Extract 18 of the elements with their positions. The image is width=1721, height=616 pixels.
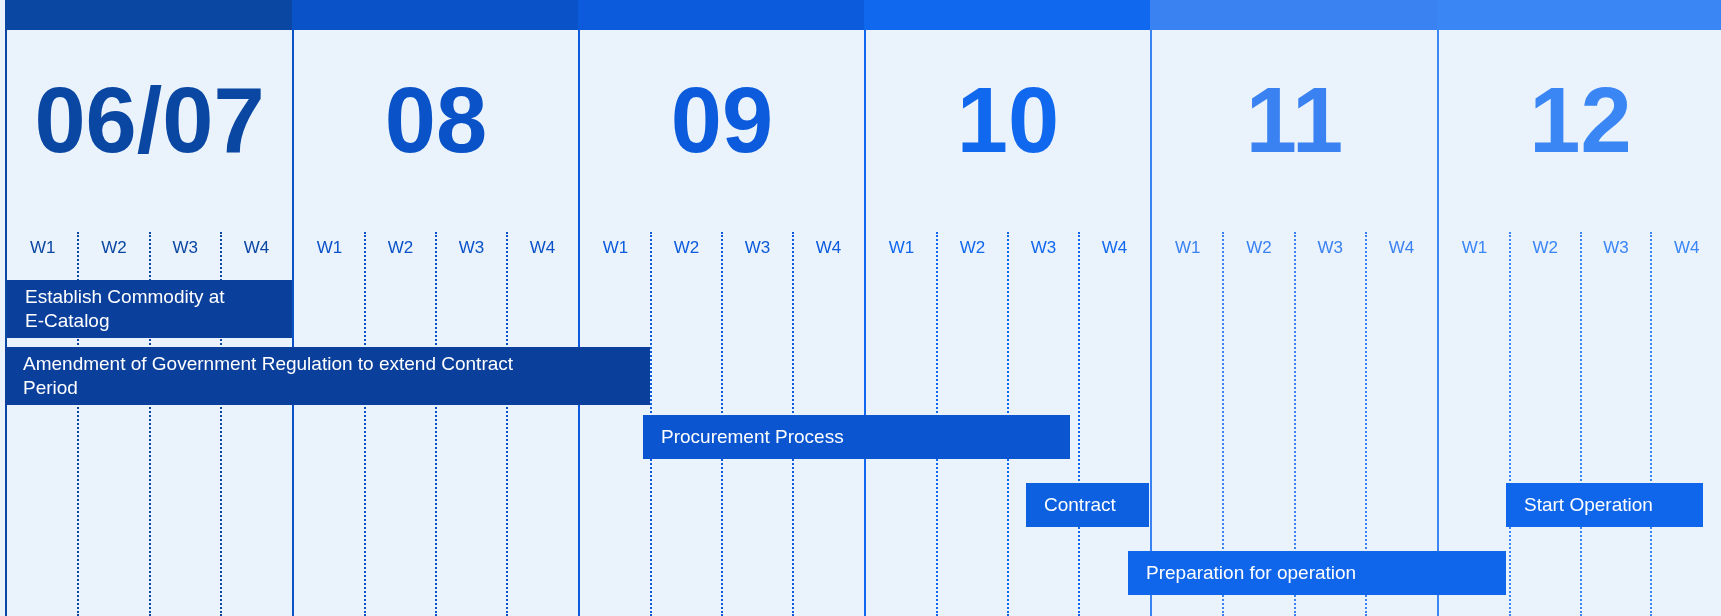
task-bar bbox=[1026, 483, 1149, 527]
task-label: Start Operation bbox=[1524, 493, 1653, 517]
task-bar bbox=[1506, 483, 1703, 527]
month-number: 10 bbox=[955, 74, 1061, 166]
month-number: 09 bbox=[669, 74, 775, 166]
task-label: Procurement Process bbox=[661, 425, 844, 449]
task-label: Amendment of Government Regulation to extend Contract Period bbox=[23, 352, 515, 400]
month-number: 08 bbox=[383, 74, 489, 166]
month-number: 12 bbox=[1528, 74, 1633, 166]
task-bar bbox=[7, 280, 292, 338]
task-bar bbox=[643, 415, 1070, 459]
task-label: Contract bbox=[1044, 493, 1116, 517]
month-number: 06/07 bbox=[33, 74, 266, 166]
task-bar bbox=[5, 347, 650, 405]
task-label: Establish Commodity at E-Catalog bbox=[25, 285, 226, 333]
task-bar bbox=[1128, 551, 1506, 595]
month-number: 11 bbox=[1244, 74, 1345, 166]
task-label: Preparation for operation bbox=[1146, 561, 1357, 585]
